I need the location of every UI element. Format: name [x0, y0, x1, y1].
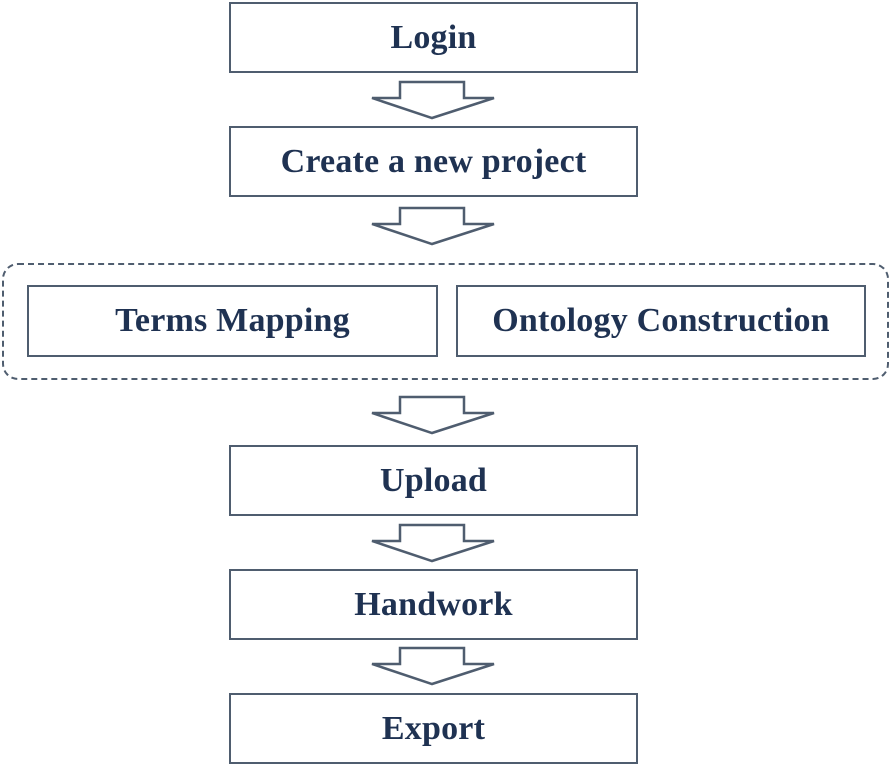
step-terms-mapping-label: Terms Mapping [115, 302, 350, 339]
step-ontology-construction-label: Ontology Construction [492, 302, 830, 339]
step-login-label: Login [390, 18, 477, 56]
down-arrow-3-icon [371, 395, 495, 435]
step-export-label: Export [381, 709, 486, 747]
down-arrow-5-icon [371, 646, 495, 686]
step-create-project-label: Create a new project [280, 142, 587, 180]
step-upload: Upload [229, 445, 638, 516]
step-handwork: Handwork [229, 569, 638, 640]
down-arrow-1-icon [371, 80, 495, 120]
down-arrow-2-icon [371, 206, 495, 246]
step-handwork-label: Handwork [354, 585, 513, 623]
step-login: Login [229, 2, 638, 73]
parallel-steps-group [2, 263, 889, 380]
step-ontology-construction: Ontology Construction [456, 285, 866, 357]
step-export: Export [229, 693, 638, 764]
down-arrow-4-icon [371, 523, 495, 563]
step-upload-label: Upload [379, 461, 488, 499]
step-create-project: Create a new project [229, 126, 638, 197]
step-terms-mapping: Terms Mapping [27, 285, 438, 357]
